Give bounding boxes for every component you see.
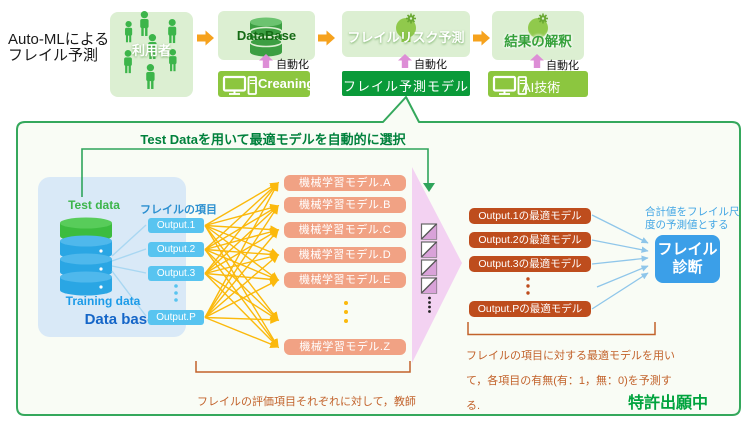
output-node: Output.3 [148,266,204,281]
automation-arrow-icon [530,54,544,68]
database-panel-label: Data base [84,311,156,328]
output-node: Output.1 [148,218,204,233]
best-note: フレイルの項目に対する最適モデルを用い て，各項目の有無(有：1，無：0)を予測… [466,349,675,412]
ml-model-node: 機械学習モデル.C [284,222,406,238]
selection-squares [420,223,438,313]
diagnosis-box: フレイル 診断 [655,235,720,283]
model-label: フレイル予測モデル [342,79,469,94]
models-bracket [195,361,411,373]
models-note: フレイルの評価項目それぞれに対して，教師 ありの機械学習モデルを当てはめる (2… [197,396,416,408]
diagnosis-links [591,214,649,310]
cleaning-label: Creaning [258,76,315,91]
model-box [342,71,470,96]
sum-note: 合計値をフレイル尺 度の予測値とする [645,206,740,231]
flow-arrow-icon [197,30,214,46]
automation-label: 自動化 [276,59,309,71]
best-bracket [467,322,656,336]
best-ellipsis-dots [526,277,530,295]
ai-label: AI技術 [522,80,561,95]
ml-model-node: 機械学習モデル.E [284,272,406,288]
db-cylinder-icon [60,217,112,296]
best-model-node: Output.2の最適モデル [469,232,591,248]
automation-arrow-icon [398,54,412,68]
feedback-arrow [81,148,435,197]
best-model-node: Output.Pの最適モデル [469,301,591,317]
best-model-node: Output.3の最適モデル [469,256,591,272]
test-data-label: Test data [68,198,120,212]
flow-arrow-icon [473,30,490,46]
automation-label: 自動化 [546,60,579,72]
panel-banner: Test Dataを用いて最適モデルを自動的に選択 [140,132,406,147]
users-label: 利用者 [131,43,171,58]
ml-model-node: 機械学習モデル.A [284,175,406,191]
risk-label: フレイルリスク予測 [347,30,465,45]
db-output-links [111,224,147,317]
model-mesh [204,181,280,349]
automation-arrow-icon [259,54,273,68]
page-title: Auto-MLによる フレイル予測 [8,31,110,64]
database-label: DataBase [236,28,297,43]
ml-model-node: 機械学習モデル.B [284,197,406,213]
ml-model-node: 機械学習モデル.Z [284,339,406,355]
model-ellipsis-dots [344,301,348,323]
flow-arrow-icon [318,30,335,46]
items-label: フレイルの項目 [140,204,217,216]
result-label: 結果の解釈 [504,34,572,49]
output-node: Output.P [148,310,204,325]
ml-model-node: 機械学習モデル.D [284,247,406,263]
automation-label: 自動化 [414,59,447,71]
best-model-node: Output.1の最適モデル [469,208,591,224]
patent-pending-label: 特許出願中 [628,395,709,412]
database-cylinder-icon [249,17,283,57]
output-ellipsis-dots [174,284,178,302]
output-node: Output.2 [148,242,204,257]
database-panel [38,177,186,337]
training-data-label: Training data [65,294,141,308]
